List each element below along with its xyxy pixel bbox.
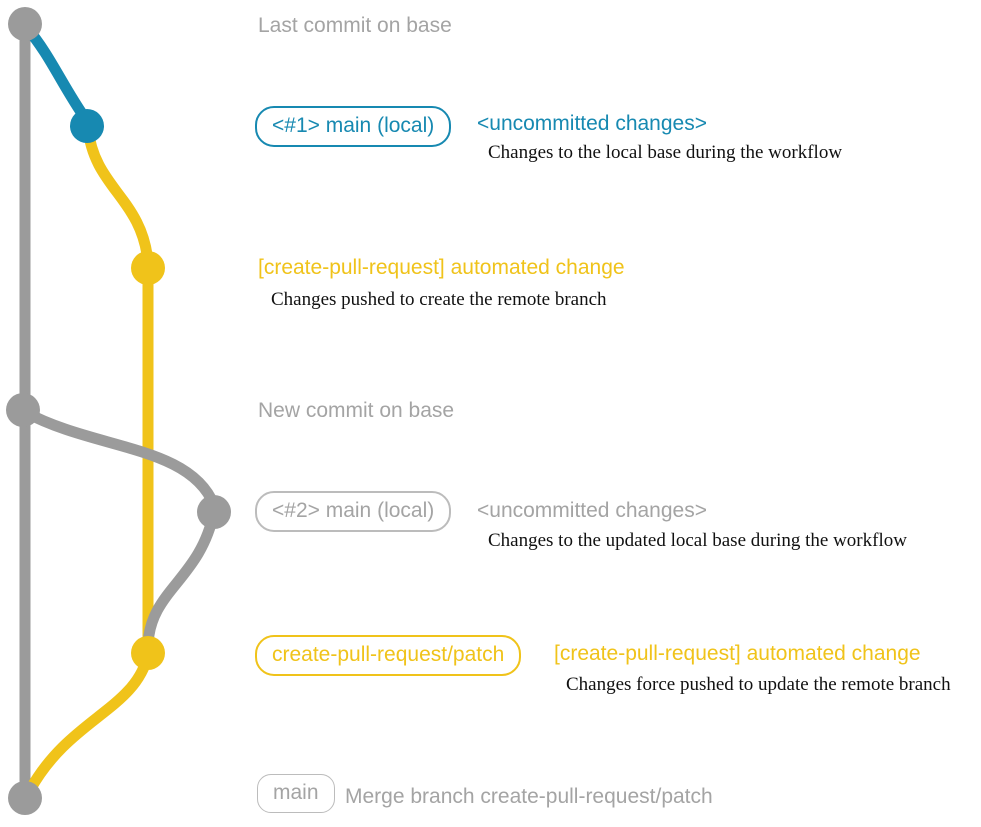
branch-edge-local-1-to-remote-1 <box>82 122 154 268</box>
label-automated-change-2: [create-pull-request] automated change <box>554 642 921 665</box>
commit-node-base-commit-1 <box>8 7 42 41</box>
caption-local-base-changes: Changes to the local base during the wor… <box>488 142 843 163</box>
git-graph <box>6 7 231 815</box>
branch-edge-local-2-to-remote-2 <box>142 506 220 651</box>
branch-edge-base-to-local-2 <box>19 406 220 511</box>
label-uncommitted-changes-2: <uncommitted changes> <box>477 499 707 522</box>
caption-updated-local-base-changes: Changes to the updated local base during… <box>488 530 907 551</box>
commit-node-local-commit-2 <box>197 495 231 529</box>
commit-node-merge-commit <box>8 781 42 815</box>
badge-create-pull-request-patch: create-pull-request/patch <box>255 635 522 677</box>
commit-node-remote-commit-1 <box>131 251 165 285</box>
label-last-commit-on-base: Last commit on base <box>258 14 452 37</box>
label-merge-branch: Merge branch create-pull-request/patch <box>345 785 713 808</box>
branch-edge-base-to-local-1 <box>21 22 91 124</box>
badge-main: main <box>257 774 335 814</box>
label-automated-change-1: [create-pull-request] automated change <box>258 256 625 279</box>
badge-pr1-main-local: <#1> main (local) <box>255 106 452 148</box>
commit-node-local-commit-1 <box>70 109 104 143</box>
label-new-commit-on-base: New commit on base <box>258 399 455 422</box>
commit-node-base-commit-2 <box>6 393 40 427</box>
badge-pr2-main-local: <#2> main (local) <box>255 491 452 533</box>
label-uncommitted-changes-1: <uncommitted changes> <box>477 112 707 135</box>
commit-node-remote-commit-2 <box>131 636 165 670</box>
caption-force-push-remote-branch: Changes force pushed to update the remot… <box>566 674 951 695</box>
branch-edge-remote-2-to-merge <box>24 649 154 796</box>
caption-push-create-remote-branch: Changes pushed to create the remote bran… <box>271 289 607 310</box>
